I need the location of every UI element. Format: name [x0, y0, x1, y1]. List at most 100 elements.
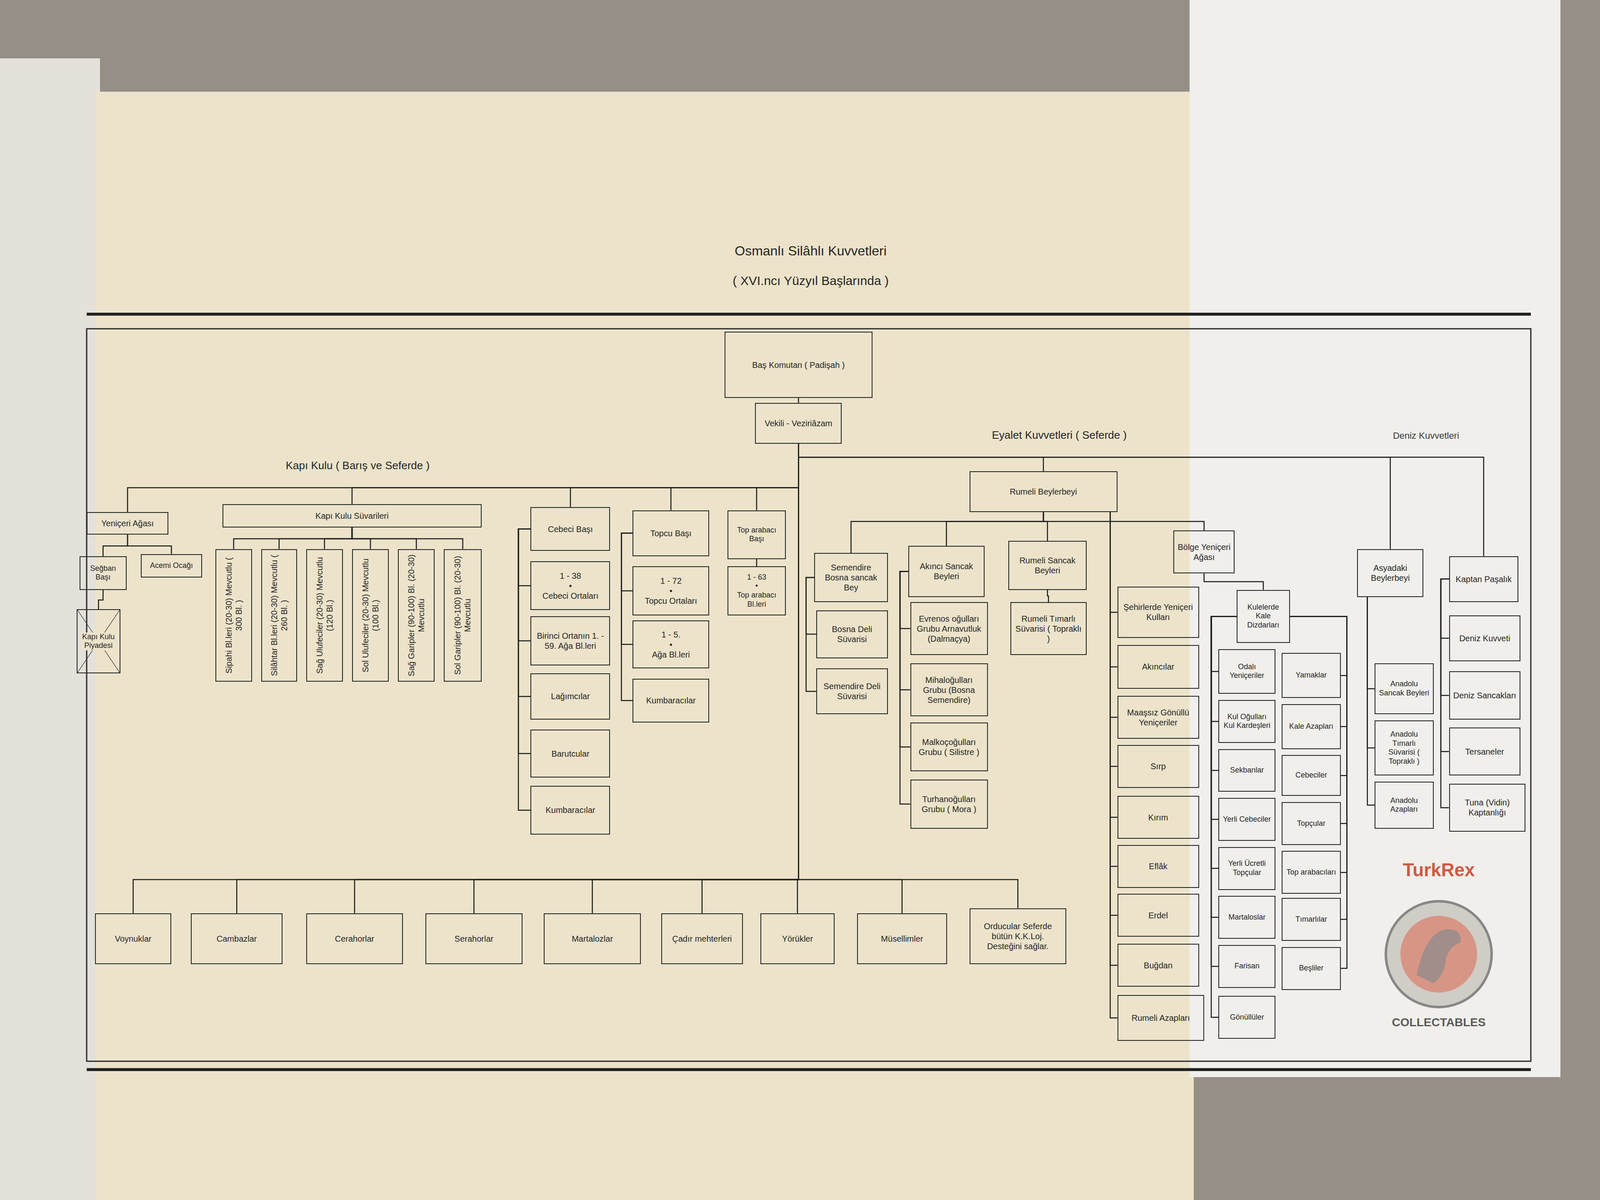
connector-line — [354, 443, 799, 914]
box-text: • — [568, 580, 572, 591]
connector-line — [1367, 597, 1375, 690]
box-text: Müsellimler — [880, 933, 923, 944]
box-text: Yeniçeri Ağası — [101, 518, 154, 529]
org-box: Silâhtar Bl.leri (20-30) Mevcutlu ( 260 … — [261, 549, 298, 682]
connector-line — [133, 443, 799, 914]
connector-line — [518, 529, 531, 754]
org-box: Beşliler — [1281, 947, 1341, 990]
box-text: Evrenos oğulları Grubu Arnavutluk (Dalma… — [914, 613, 984, 644]
connector-line — [1367, 597, 1375, 749]
connector-line — [592, 443, 799, 914]
box-text: Deniz Kuvveti — [1459, 633, 1510, 644]
org-box: Birinci Ortanın 1. - 59. Ağa Bl.leri — [530, 616, 610, 666]
box-text: Top arabacı Bl.leri — [731, 590, 782, 609]
org-box: Anadolu Tımarlı Süvarisi ( Topraklı ) — [1374, 720, 1434, 776]
org-box: Erdel — [1117, 893, 1200, 937]
box-text: • — [669, 585, 673, 596]
connector-line — [756, 443, 799, 510]
org-box: Mihaloğulları Grubu (Bosna Semendire) — [910, 663, 988, 717]
box-text: • — [669, 639, 673, 650]
box-text: Anadolu Sancak Beyleri — [1378, 679, 1430, 698]
connector-line — [1110, 512, 1118, 718]
foldout-sheet — [1189, 0, 1561, 1078]
box-text: Cebeci Başı — [547, 524, 593, 535]
org-box: Eflâk — [1117, 845, 1200, 888]
box-text: Kumbaracılar — [646, 695, 696, 706]
box-text: Kaptan Paşalık — [1455, 574, 1513, 585]
org-box: Acemi Ocağı — [140, 554, 203, 578]
group-heading: Deniz Kuvvetleri — [1392, 430, 1460, 442]
box-text: Kulelerde Kale Dizdarları — [1240, 602, 1286, 630]
box-text: Tuna (Vidin) Kaptanlığı — [1453, 797, 1522, 818]
box-text: Kırım — [1148, 812, 1169, 823]
connector-line — [621, 533, 633, 645]
box-text: Mihaloğulları Grubu (Bosna Semendire) — [914, 675, 984, 705]
subtitle: ( XVI.ncı Yüzyıl Başlarında ) — [732, 273, 889, 289]
box-text: Martalozlar — [571, 933, 613, 944]
box-text: Cerahorlar — [335, 933, 375, 944]
connector-line — [102, 534, 128, 556]
org-box: 1 - 5.•Ağa Bl.leri — [632, 620, 710, 669]
org-box: Barutcular — [530, 729, 610, 778]
org-box: Tımarlılar — [1281, 897, 1341, 941]
watermark-disc — [1400, 915, 1478, 993]
connector-line — [1043, 512, 1048, 541]
org-box: Cerahorlar — [306, 913, 404, 965]
connector-line — [797, 397, 800, 403]
org-box: Kaptan Paşalık — [1449, 556, 1519, 603]
connector-line — [798, 443, 1484, 556]
box-text: Asyadaki Beylerbeyi — [1361, 562, 1420, 583]
connector-line — [1110, 512, 1118, 965]
org-box: Kırım — [1117, 795, 1200, 839]
connector-line — [1290, 616, 1348, 776]
org-box: 1 - 72•Topcu Ortaları — [632, 566, 710, 616]
connector-line — [1110, 512, 1118, 613]
org-box: Voynuklar — [95, 913, 172, 965]
connector-line — [1440, 579, 1450, 752]
org-box: Sol Garipler (90-100) Bl. (20-30) Mevcut… — [443, 549, 482, 682]
connector-line — [127, 534, 172, 555]
box-text: Akıncı Sancak Beyleri — [912, 561, 981, 582]
box-text: Sekbanlar — [1230, 765, 1264, 775]
box-text: Şehirlerde Yeniçeri Kulları — [1121, 602, 1195, 623]
connector-line — [352, 527, 371, 549]
box-text: 1 - 38 — [559, 570, 581, 581]
box-text: Rumeli Beylerbeyi — [1010, 486, 1078, 497]
org-box: Topçular — [1281, 802, 1341, 845]
box-text: Akıncılar — [1142, 661, 1175, 672]
box-text: Kapı Kulu Süvarileri — [315, 510, 389, 521]
box-text: Sağ Ulufeciler (20-30) Mevcutlu (120 Bl.… — [314, 554, 335, 677]
box-text: Anadolu Azapları — [1378, 796, 1430, 815]
box-text: Sağ Garipler (90-100) Bl. (20-30) Mevcut… — [406, 554, 427, 677]
connector-line — [1290, 616, 1348, 727]
box-text: Turhanoğulları Grubu ( Mora ) — [914, 794, 984, 815]
org-box: Gönüllüler — [1218, 995, 1276, 1039]
connector-line — [702, 443, 799, 914]
org-box: Çadır mehterleri — [661, 913, 743, 965]
box-text: Top arabacı Başı — [731, 525, 782, 544]
org-box: Şehirlerde Yeniçeri Kulları — [1117, 586, 1200, 638]
box-text: Birinci Ortanın 1. - 59. Ağa Bl.leri — [534, 630, 606, 651]
connector-line — [756, 559, 758, 567]
org-box: Akıncı Sancak Beyleri — [908, 545, 985, 597]
chart-title: Osmanlı Silâhlı Kuvvetleri — [734, 242, 887, 259]
org-box: Sırp — [1117, 745, 1200, 788]
connector-line — [1290, 616, 1348, 969]
connector-line — [127, 443, 799, 513]
box-text: Barutcular — [551, 748, 590, 759]
connector-line — [1110, 512, 1118, 767]
box-text: Malkoçoğulları Grubu ( Silistre ) — [914, 737, 984, 758]
org-box: Rumeli Tımarlı Süvarisi ( Topraklı ) — [1010, 602, 1088, 655]
org-box: Semendire Deli Süvarisi — [816, 668, 888, 715]
org-box: Orducular Seferde bütün K.K.Loj. Desteği… — [969, 908, 1067, 965]
box-text: 1 - 5. — [661, 629, 681, 640]
org-box: Cebeciler — [1281, 755, 1341, 796]
box-text: Sipahi Bl.leri (20-30) Mevcutlu ( 300 Bl… — [223, 554, 244, 677]
box-text: 1 - 72 — [660, 575, 682, 586]
org-box: Vekili - Veziriâzam — [755, 402, 842, 444]
box-text: Kumbaracılar — [545, 805, 596, 815]
box-text: Farisan — [1234, 961, 1260, 971]
org-box: Rumeli Sancak Beyleri — [1008, 540, 1088, 590]
connector-line — [1211, 616, 1237, 722]
connector-line — [518, 529, 531, 697]
